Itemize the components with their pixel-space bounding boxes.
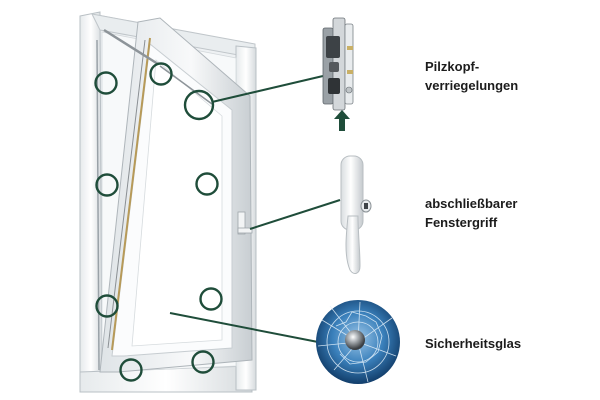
lock-point-marker bbox=[95, 173, 119, 197]
label-mushroom-locks-line1: Pilzkopf- bbox=[425, 59, 480, 74]
lock-point-marker bbox=[94, 71, 118, 95]
lock-point-marker bbox=[183, 89, 215, 121]
label-safety-glass-line1: Sicherheitsglas bbox=[425, 336, 522, 351]
lock-point-marker bbox=[191, 350, 215, 374]
lockable-window-handle-icon bbox=[340, 155, 372, 274]
leader-line-locks bbox=[211, 75, 324, 103]
lock-point-markers bbox=[94, 62, 223, 382]
lock-point-marker bbox=[95, 294, 119, 318]
leader-line-glass bbox=[169, 312, 319, 343]
shattered-safety-glass-icon bbox=[316, 300, 400, 384]
lock-point-marker bbox=[195, 172, 219, 196]
label-window-handle: abschließbarer Fenstergriff bbox=[425, 194, 518, 232]
lock-point-marker bbox=[199, 287, 223, 311]
window-sash bbox=[99, 17, 253, 373]
label-mushroom-locks: Pilzkopf- verriegelungen bbox=[425, 57, 518, 95]
mushroom-head-lock-icon bbox=[322, 17, 354, 131]
leader-lines bbox=[169, 75, 341, 343]
label-window-handle-line2: Fenstergriff bbox=[425, 215, 498, 230]
leader-line-handle bbox=[249, 199, 341, 230]
lock-point-marker bbox=[119, 358, 143, 382]
label-window-handle-line1: abschließbarer bbox=[425, 196, 518, 211]
lock-point-marker bbox=[149, 62, 173, 86]
label-safety-glass: Sicherheitsglas bbox=[425, 334, 521, 353]
label-mushroom-locks-line2: verriegelungen bbox=[425, 78, 519, 93]
